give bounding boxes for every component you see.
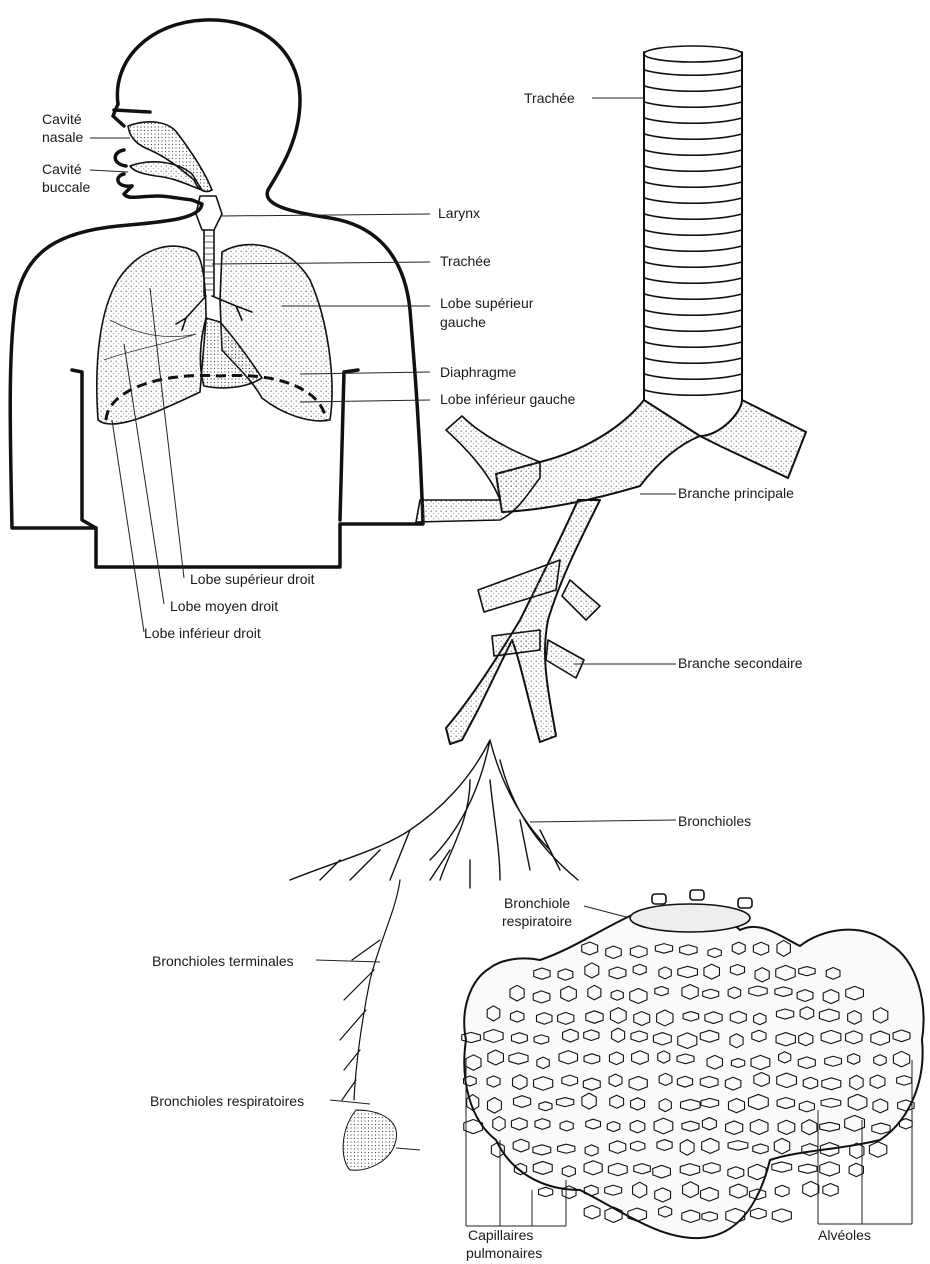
- label-larynx: Larynx: [438, 205, 480, 221]
- main-bronchus-right: [700, 400, 806, 478]
- trachea-ring: [644, 150, 742, 155]
- trachea-ring: [644, 182, 742, 187]
- trachea-ring: [644, 358, 742, 363]
- trachea-ring: [644, 294, 742, 299]
- label-bronchiole-resp-2: respiratoire: [502, 913, 572, 929]
- left-arm-inner: [72, 370, 96, 528]
- capillary-cell: [803, 1181, 819, 1196]
- respiratory-bronchiole-opening: [630, 904, 750, 932]
- label-bronchiole-resp-1: Bronchiole: [504, 895, 570, 911]
- secondary-bronchus: [446, 500, 600, 744]
- label-cavite-buccale-2: buccale: [42, 179, 90, 195]
- label-branche-principale: Branche principale: [678, 485, 794, 501]
- trachea-ring: [644, 134, 742, 139]
- trachea-ring: [644, 214, 742, 219]
- torso-illustration: [10, 20, 423, 567]
- capillary-cell: [464, 1119, 483, 1133]
- capillary-cell: [820, 1162, 840, 1176]
- capillary-cell: [775, 1185, 789, 1196]
- larynx-shape: [196, 196, 222, 230]
- trachea-ring: [644, 166, 742, 171]
- label-lobe-inf-gauche: Lobe inférieur gauche: [440, 391, 576, 407]
- lips: [115, 150, 132, 186]
- label-lobe-inf-droit: Lobe inférieur droit: [144, 625, 261, 641]
- respiratory-bronchioles-cluster: [343, 1110, 396, 1170]
- capillary-cell: [899, 1119, 912, 1129]
- capillary-cell: [799, 1164, 817, 1173]
- trachea-ring: [644, 278, 742, 283]
- alveolar-outline: [464, 912, 923, 1238]
- body-outline: [10, 20, 423, 567]
- label-branche-secondaire: Branche secondaire: [678, 655, 803, 671]
- trachea-ring: [644, 310, 742, 315]
- right-arm-inner: [340, 370, 358, 520]
- trachea-rings: [644, 70, 742, 395]
- label-bronchioles-terminales: Bronchioles terminales: [152, 953, 294, 969]
- trachea-ring: [644, 390, 742, 395]
- trachea-ring: [644, 342, 742, 347]
- label-lobe-moyen-droit: Lobe moyen droit: [170, 598, 278, 614]
- brow-line: [114, 110, 150, 112]
- trachea-ring: [644, 326, 742, 331]
- label-lobe-sup-droit: Lobe supérieur droit: [190, 571, 315, 587]
- trachea-small-rings: [204, 236, 214, 290]
- nasal-cavity-shape: [128, 122, 212, 192]
- trachea-ring: [644, 374, 742, 379]
- trachea-top: [644, 46, 742, 62]
- trachea-ring: [644, 86, 742, 91]
- label-trachee-large: Trachée: [524, 90, 575, 106]
- label-cavite-nasale-1: Cavité: [42, 111, 82, 127]
- capillary-cell: [538, 1187, 552, 1196]
- label-capillaires-1: Capillaires: [468, 1227, 533, 1243]
- label-capillaires-2: pulmonaires: [466, 1245, 542, 1261]
- label-cavite-nasale-2: nasale: [42, 129, 83, 145]
- label-bronchioles-respiratoires: Bronchioles respiratoires: [150, 1093, 304, 1109]
- label-alveoles: Alvéoles: [818, 1227, 871, 1243]
- capillary-cell: [772, 1162, 792, 1172]
- label-lobe-sup-gauche-2: gauche: [440, 314, 486, 330]
- left-lung-shape: [220, 245, 332, 421]
- trachea-ring: [644, 262, 742, 267]
- capillary-cell: [849, 1163, 863, 1176]
- bronchioles-tree: [290, 740, 578, 888]
- label-diaphragme: Diaphragme: [440, 364, 516, 380]
- capillary-cell: [823, 1183, 838, 1196]
- terminal-bronchioles: [340, 880, 400, 1100]
- trachea-ring: [644, 246, 742, 251]
- trachea-ring: [644, 102, 742, 107]
- nose-bridge: [113, 104, 124, 126]
- capillary-cell: [751, 1208, 767, 1219]
- trachea-ring: [644, 70, 742, 75]
- alveolar-cluster: [462, 890, 924, 1238]
- capillary-cell: [772, 1209, 791, 1222]
- label-cavite-buccale-1: Cavité: [42, 161, 82, 177]
- label-lobe-sup-gauche-1: Lobe supérieur: [440, 295, 534, 311]
- trachea-ring: [644, 118, 742, 123]
- trachea-ring: [644, 230, 742, 235]
- capillary-cell: [584, 1205, 600, 1219]
- trachea-ring: [644, 198, 742, 203]
- label-trachee-small: Trachée: [440, 253, 491, 269]
- label-bronchioles: Bronchioles: [678, 813, 751, 829]
- capillary-cell: [869, 1142, 886, 1158]
